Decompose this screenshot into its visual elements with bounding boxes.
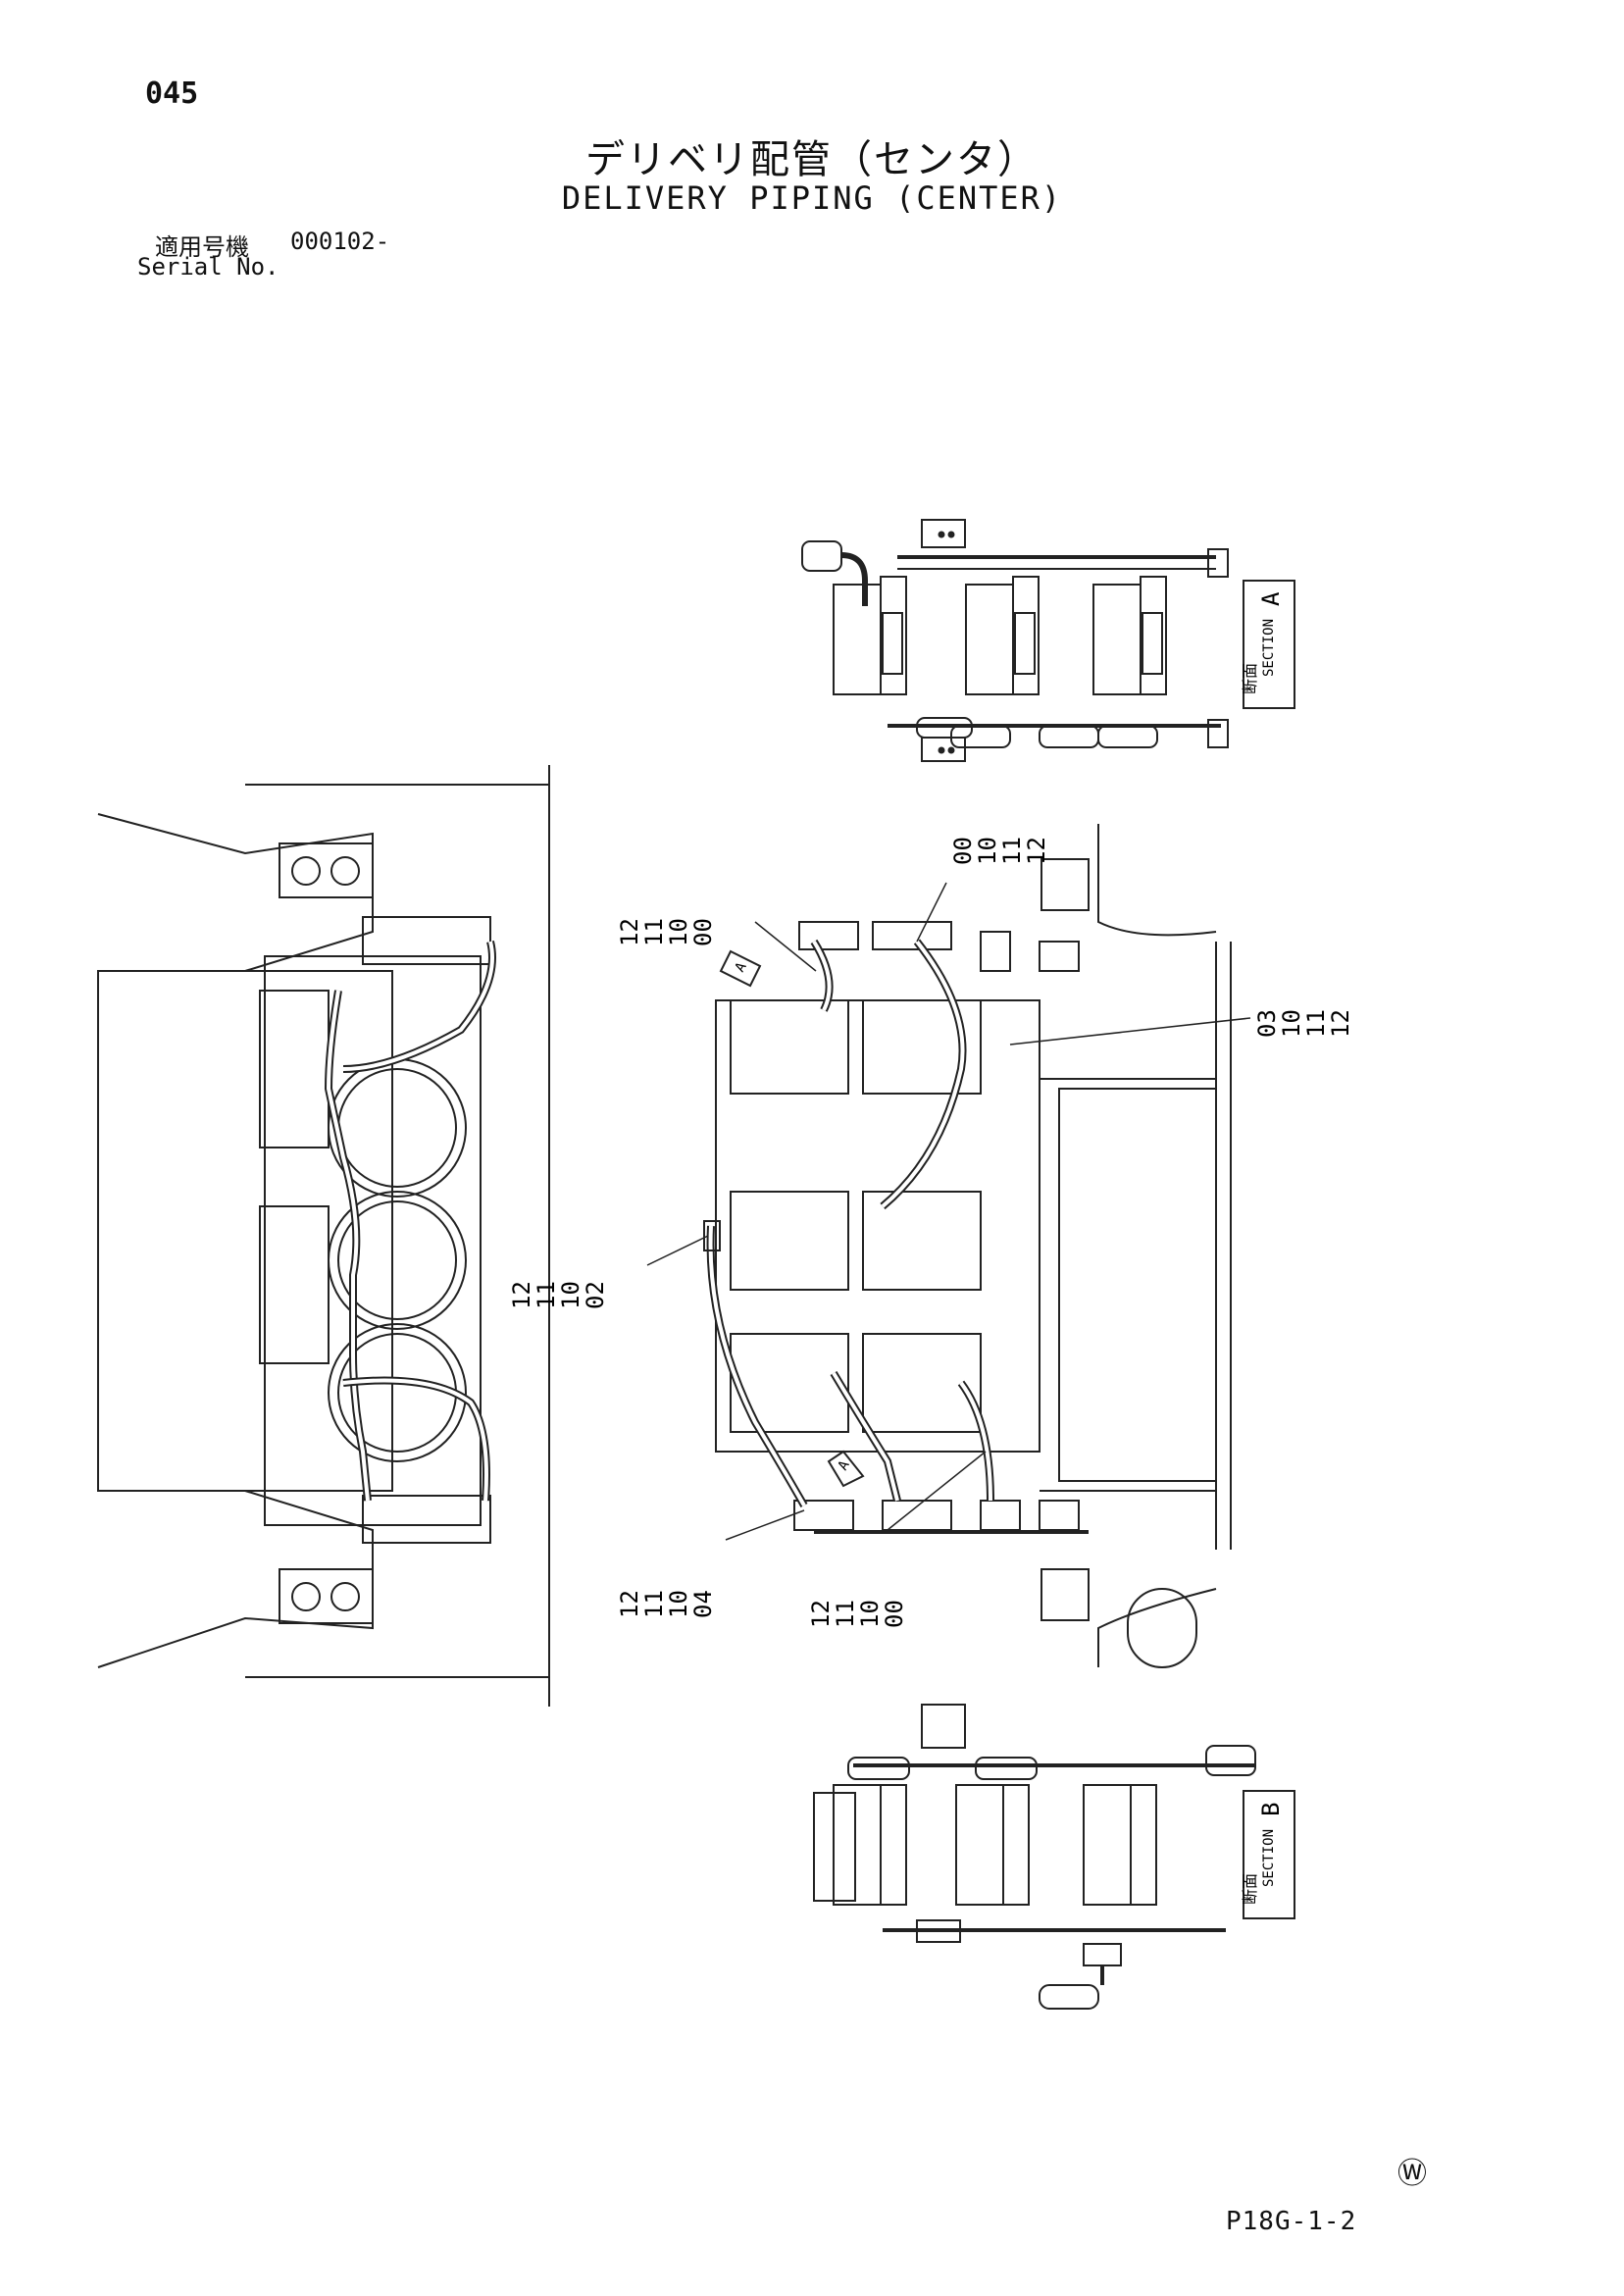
svg-text:11: 11 bbox=[640, 1590, 668, 1618]
section-b-label-jp: 断面 bbox=[1241, 1873, 1259, 1905]
serial-label-english: Serial No. bbox=[137, 253, 279, 281]
svg-text:12: 12 bbox=[807, 1600, 835, 1628]
left-plan-view bbox=[97, 765, 550, 1707]
svg-text:12: 12 bbox=[616, 918, 643, 946]
title-japanese: デリベリ配管（センタ） bbox=[585, 137, 1039, 182]
svg-text:10: 10 bbox=[1278, 1009, 1305, 1038]
callout-group-1: 12 11 10 00 bbox=[616, 918, 717, 946]
callout-group-4: 12 11 10 02 bbox=[508, 1281, 609, 1309]
document-code: P18G-1-2 bbox=[1226, 2207, 1357, 2236]
svg-text:04: 04 bbox=[689, 1590, 717, 1618]
svg-text:11: 11 bbox=[832, 1600, 859, 1628]
view-arrow-a bbox=[719, 949, 865, 1488]
svg-text:10: 10 bbox=[665, 1590, 692, 1618]
svg-text:11: 11 bbox=[998, 837, 1026, 865]
serial-value: 000102- bbox=[290, 228, 390, 255]
svg-text:12: 12 bbox=[1023, 837, 1050, 865]
callout-group-2: 00 10 11 12 bbox=[949, 837, 1050, 865]
section-b-view bbox=[813, 1704, 1256, 2010]
svg-text:10: 10 bbox=[557, 1281, 584, 1309]
svg-text:12: 12 bbox=[616, 1590, 643, 1618]
svg-text:12: 12 bbox=[1327, 1009, 1354, 1038]
svg-text:00: 00 bbox=[689, 918, 717, 946]
title-english: DELIVERY PIPING (CENTER) bbox=[561, 179, 1063, 217]
callout-leader-lines bbox=[646, 882, 1251, 1541]
serial-label-japanese: 適用号機 bbox=[155, 233, 249, 261]
section-b-label-box bbox=[1243, 1790, 1295, 1919]
section-a-label-en: SECTION bbox=[1261, 619, 1277, 677]
svg-text:00: 00 bbox=[949, 837, 977, 865]
svg-text:11: 11 bbox=[1302, 1009, 1330, 1038]
section-a-letter: A bbox=[1257, 591, 1285, 606]
page-number: 045 bbox=[145, 77, 199, 111]
svg-text:10: 10 bbox=[665, 918, 692, 946]
svg-text:11: 11 bbox=[640, 918, 668, 946]
callout-group-5: 12 11 10 04 bbox=[616, 1590, 717, 1618]
section-a-label-jp: 断面 bbox=[1241, 663, 1259, 694]
w-mark: Ⓦ bbox=[1397, 2157, 1427, 2191]
svg-text:00: 00 bbox=[881, 1600, 908, 1628]
svg-text:02: 02 bbox=[582, 1281, 609, 1309]
section-b-letter: B bbox=[1257, 1803, 1285, 1816]
callout-group-3: 03 10 11 12 bbox=[1253, 1009, 1354, 1038]
callout-group-6: 12 11 10 00 bbox=[807, 1600, 908, 1628]
svg-text:11: 11 bbox=[533, 1281, 560, 1309]
section-a-valves bbox=[882, 612, 1163, 675]
svg-text:03: 03 bbox=[1253, 1009, 1281, 1038]
main-center-view bbox=[703, 824, 1232, 1668]
svg-text:10: 10 bbox=[974, 837, 1001, 865]
svg-text:12: 12 bbox=[508, 1281, 535, 1309]
section-b-label-en: SECTION bbox=[1261, 1829, 1277, 1887]
section-a-view bbox=[801, 519, 1229, 762]
section-a-label-box bbox=[1243, 580, 1295, 709]
svg-text:10: 10 bbox=[856, 1600, 884, 1628]
